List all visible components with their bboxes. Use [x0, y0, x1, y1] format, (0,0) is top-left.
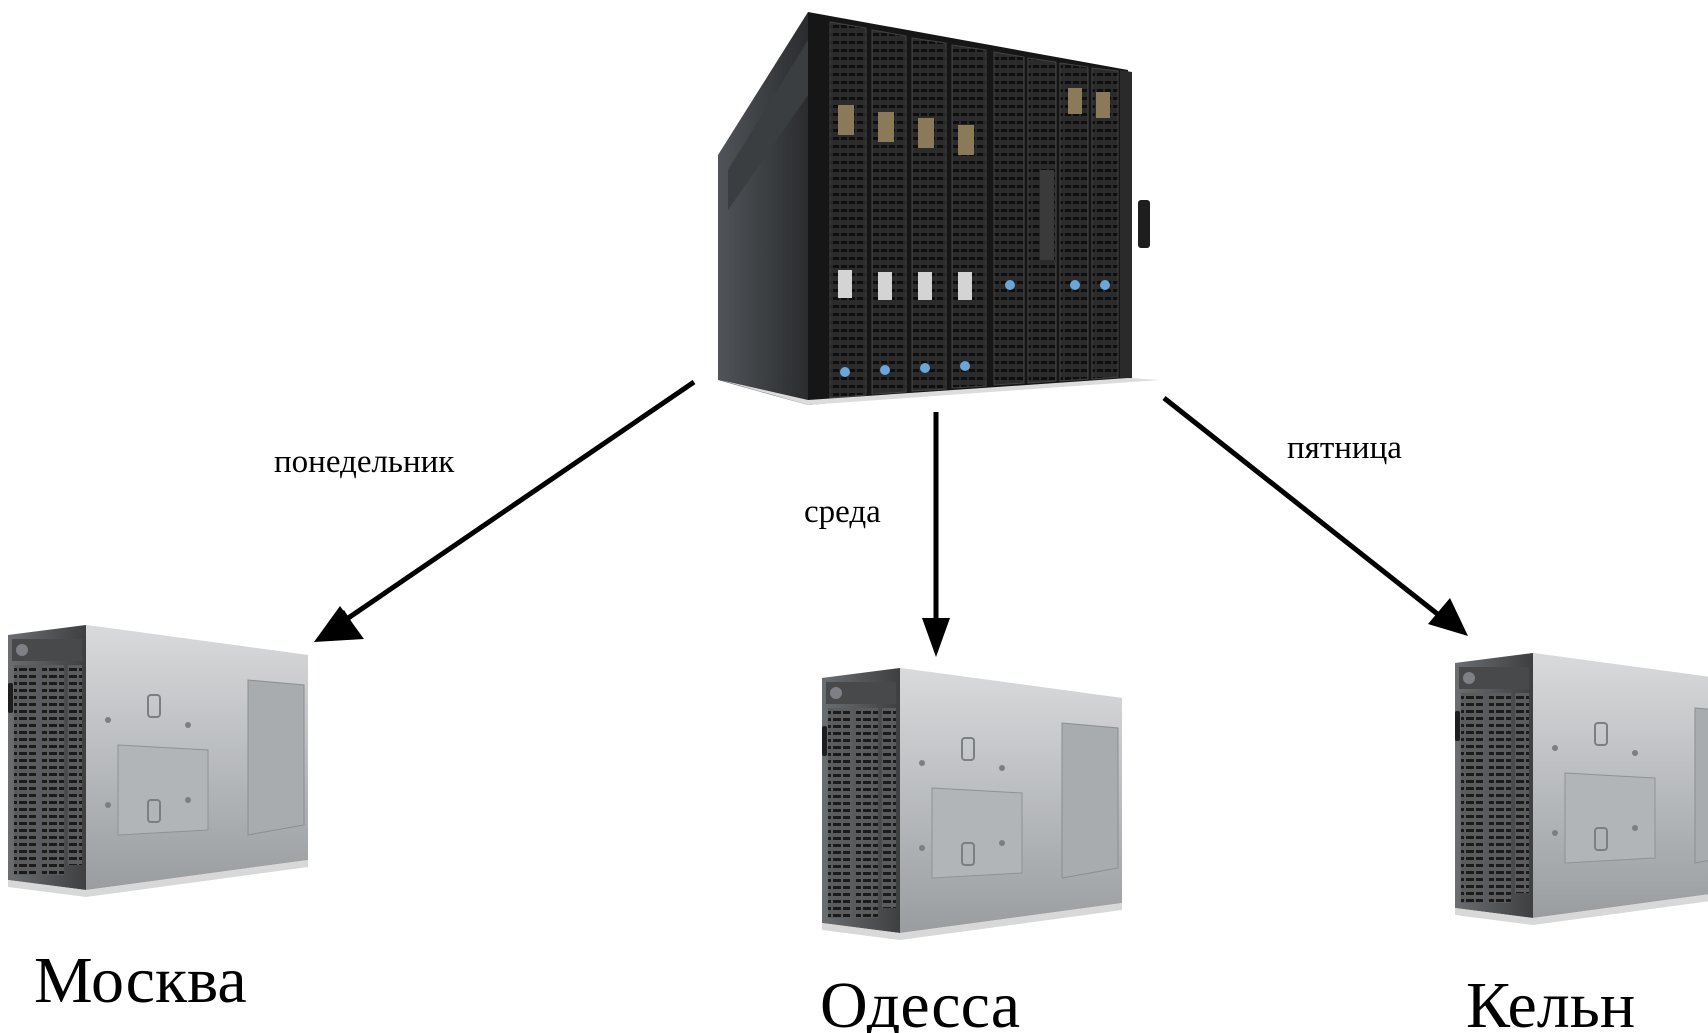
- blade-server-icon: [1454, 652, 1708, 926]
- blade-server-odessa: [821, 667, 1123, 941]
- arrow-to-koeln: [1162, 396, 1468, 636]
- node-label-moscow: Москва: [34, 944, 247, 1017]
- blade-enclosure-icon: [718, 12, 1160, 405]
- arrow-to-odessa: [922, 412, 950, 657]
- edge-label-wednesday: среда: [804, 494, 881, 530]
- edge-label-monday: понедельник: [274, 444, 455, 480]
- blade-server-icon: [7, 624, 309, 898]
- node-label-koeln: Кельн: [1466, 969, 1636, 1033]
- blade-server-koeln: [1454, 652, 1708, 926]
- blade-server-icon: [821, 667, 1123, 941]
- node-label-odessa: Одесса: [820, 969, 1020, 1033]
- arrow-to-moscow: [314, 379, 696, 642]
- edge-label-friday: пятница: [1287, 430, 1402, 466]
- blade-server-moscow: [7, 624, 309, 898]
